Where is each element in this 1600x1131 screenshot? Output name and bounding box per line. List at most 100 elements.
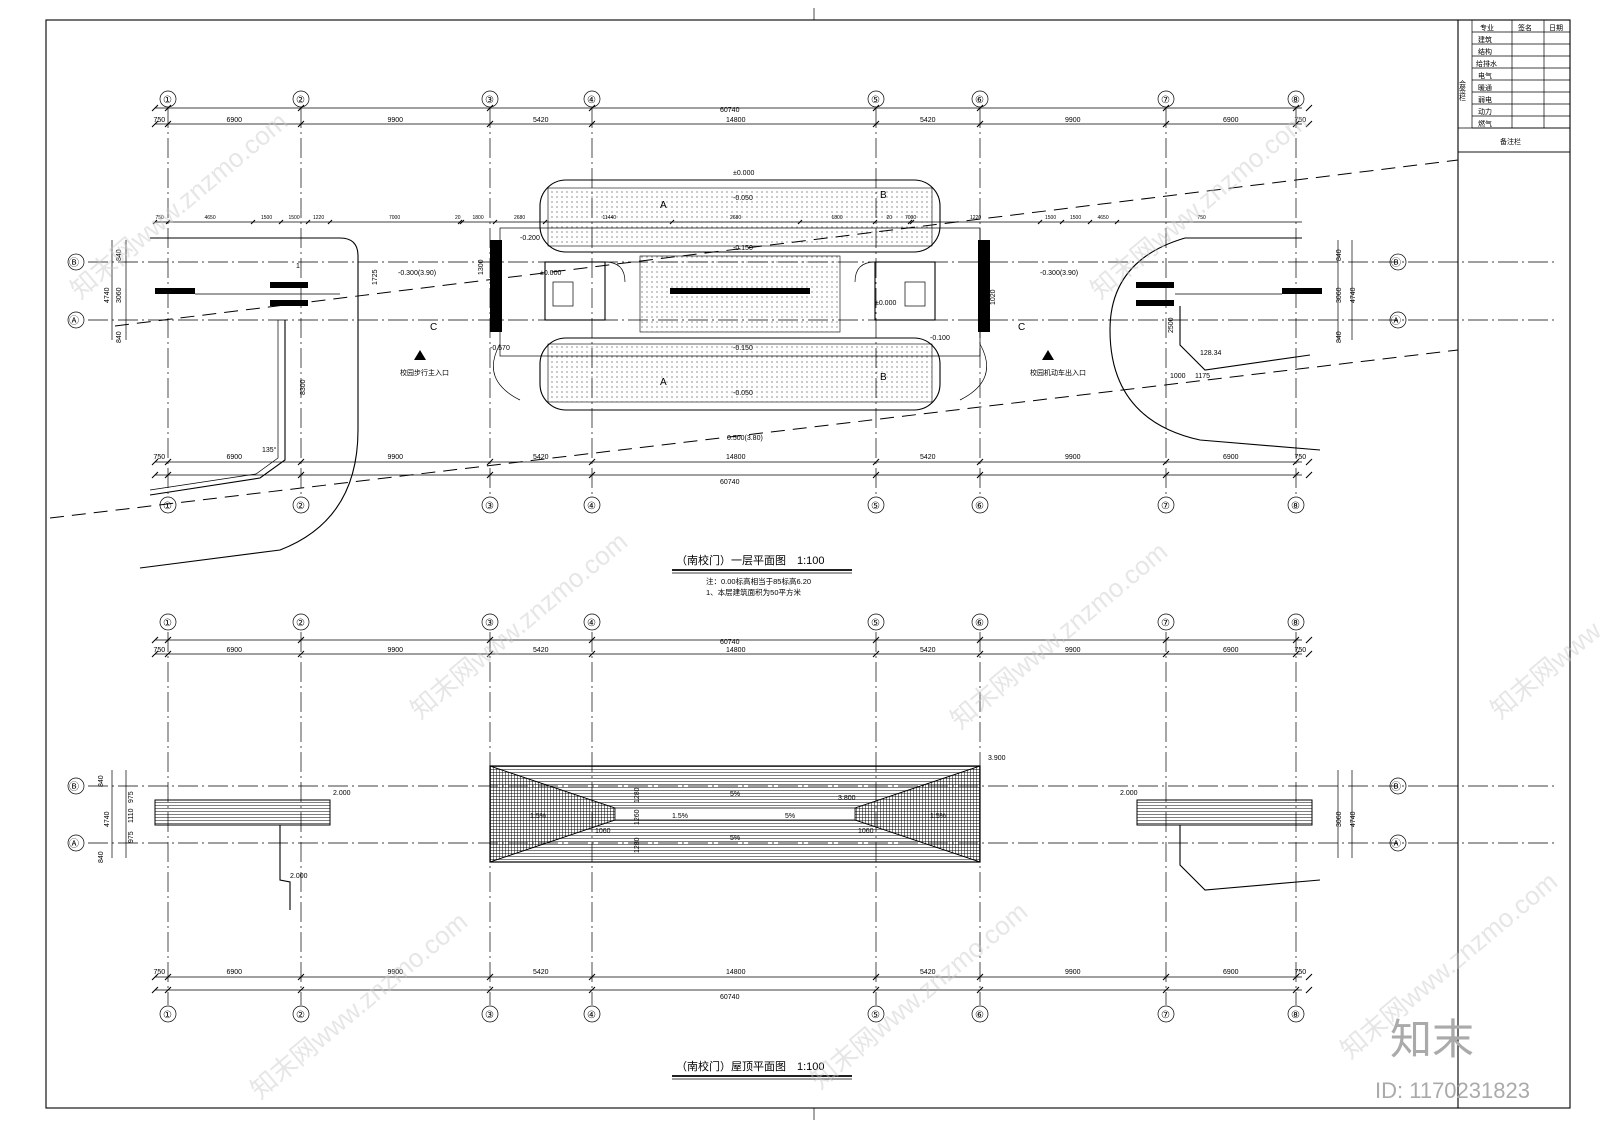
p1-top-bay-dim-0-a: 750 bbox=[154, 117, 166, 124]
p1-col-2-top: ② bbox=[296, 95, 305, 106]
tb-row-6: 动力 bbox=[1478, 107, 1492, 116]
p1-top-bay-dim-3-a: 5420 bbox=[533, 117, 549, 124]
p2-col-5-top: ⑤ bbox=[871, 618, 880, 629]
tb-row-7: 燃气 bbox=[1478, 119, 1492, 128]
p1-col-3-top: ③ bbox=[485, 95, 494, 106]
p1-inner-dim-14: 1220 bbox=[970, 215, 981, 221]
p2-dim-1060-right: 1060 bbox=[858, 828, 874, 835]
watermark-text: 知末网www.znzmo.com bbox=[805, 896, 1033, 1094]
p1-row-dim-1-right: 3060 bbox=[1336, 287, 1343, 303]
p1-bot-bay-dim-5-a: 5420 bbox=[920, 454, 936, 461]
p2-bay-dim-4-b: 14800 bbox=[726, 969, 746, 976]
p2-col-3-top: ③ bbox=[485, 618, 494, 629]
p2-bay-dim-2-b: 9900 bbox=[388, 969, 404, 976]
p1-note-2: 1、本层建筑面积为50平方米 bbox=[706, 587, 802, 597]
tb-header-signature: 签名 bbox=[1518, 23, 1532, 32]
p1-dim-1300: 1300 bbox=[478, 259, 485, 275]
p1-level-1b: -0.050 bbox=[733, 390, 753, 397]
p1-top-bay-dim-6-a: 9900 bbox=[1065, 117, 1081, 124]
p1-top-bay-dim-1-a: 6900 bbox=[227, 117, 243, 124]
p2-slope-2: 1.5% bbox=[672, 813, 688, 820]
p1-inner-dim-7: 1800 bbox=[473, 215, 484, 221]
p2-level-0: 2.000 bbox=[333, 790, 351, 797]
p2-title: （南校门）屋顶平面图 1:100 bbox=[676, 1059, 825, 1073]
p2-bay-dim-5-a: 5420 bbox=[920, 647, 936, 654]
p1-bot-bay-dim-2-a: 9900 bbox=[388, 454, 404, 461]
tb-row-2: 给排水 bbox=[1476, 59, 1497, 68]
tb-row-3: 电气 bbox=[1478, 71, 1492, 80]
p1-bot-bay-dim-6-a: 9900 bbox=[1065, 454, 1081, 461]
p1-section-A-top: A bbox=[660, 200, 667, 211]
brand-logo: 知末 bbox=[1390, 1016, 1474, 1063]
watermark-text: 知末网www.znzmo.com bbox=[1085, 106, 1313, 304]
p2-col-7-top: ⑦ bbox=[1161, 618, 1170, 629]
p1-top-bay-dim-4-a: 14800 bbox=[726, 117, 746, 124]
p1-top-bay-dim-8-a: 750 bbox=[1295, 117, 1307, 124]
p2-row-B-left: Ⓑ bbox=[69, 781, 79, 793]
p1-inner-dim-3: 1500 bbox=[289, 215, 300, 221]
p1-col-8-bottom: ⑧ bbox=[1291, 501, 1300, 512]
p1-col-3-bottom: ③ bbox=[485, 501, 494, 512]
p1-level-5: -0.570 bbox=[490, 345, 510, 352]
p2-overall-top: 60740 bbox=[720, 639, 740, 646]
p1-title: （南校门）一层平面图 1:100 bbox=[676, 553, 825, 567]
p1-entry-right: 校园机动车出入口 bbox=[1030, 368, 1086, 377]
p2-bay-dim-8-b: 750 bbox=[1295, 969, 1307, 976]
p2-row-B-right: Ⓑ bbox=[1391, 781, 1401, 793]
p1-level-0: ±0.000 bbox=[733, 170, 754, 177]
watermark-text: 知末网www.znzmo.com bbox=[65, 106, 293, 304]
p1-entry-left: 校园步行主入口 bbox=[400, 368, 449, 377]
p1-inner-dim-5: 7000 bbox=[389, 215, 400, 221]
p2-col-4-top: ④ bbox=[587, 618, 596, 629]
p2-col-5-bottom: ⑤ bbox=[871, 1010, 880, 1021]
p2-slope-4: 5% bbox=[730, 835, 740, 842]
p2-slope-1: 1.5% bbox=[930, 813, 946, 820]
p1-inner-dim-4: 1220 bbox=[313, 215, 324, 221]
image-id: ID: 1170231823 bbox=[1375, 1078, 1530, 1103]
p1-dim-8300: 8300 bbox=[300, 379, 307, 395]
p1-row-dim-2-right: 840 bbox=[1336, 331, 1343, 343]
p2-col-7-bottom: ⑦ bbox=[1161, 1010, 1170, 1021]
p1-inner-dim-13: 7000 bbox=[905, 215, 916, 221]
p1-dim-1020: 1020 bbox=[990, 289, 997, 305]
p1-inner-dim-9: 11440 bbox=[603, 215, 617, 221]
p2-col-6-bottom: ⑥ bbox=[975, 1010, 984, 1021]
p2-level-3: 2.000 bbox=[1120, 790, 1138, 797]
p1-top-bay-dim-7-a: 6900 bbox=[1223, 117, 1239, 124]
p2-bay-dim-1-b: 6900 bbox=[227, 969, 243, 976]
watermark-text: 知末网www.znzmo.com bbox=[405, 526, 633, 724]
p2-row-dim-2-left: 840 bbox=[98, 851, 105, 863]
p1-bot-bay-dim-3-a: 5420 bbox=[533, 454, 549, 461]
p1-inner-dim-16: 1500 bbox=[1070, 215, 1081, 221]
p1-note-1: 注：0.00标高相当于85标高6.20 bbox=[706, 576, 811, 586]
p1-row-dim-total-left: 4740 bbox=[104, 287, 111, 303]
watermark-text: 知末网www.znzmo.com bbox=[945, 536, 1173, 734]
p1-section-A-bot: A bbox=[660, 377, 667, 388]
p2-dim-1260: 1260 bbox=[634, 809, 641, 825]
p1-angle-right: 128.34 bbox=[1200, 350, 1222, 357]
p1-col-7-bottom: ⑦ bbox=[1161, 501, 1170, 512]
p2-col-2-bottom: ② bbox=[296, 1010, 305, 1021]
p1-section-B-bot: B bbox=[880, 372, 887, 383]
p2-col-3-bottom: ③ bbox=[485, 1010, 494, 1021]
p2-bay-dim-0-b: 750 bbox=[154, 969, 166, 976]
p1-inner-dim-6: 20 bbox=[455, 215, 461, 221]
p1-bot-bay-dim-8-a: 750 bbox=[1295, 454, 1307, 461]
p1-level-3: -0.200 bbox=[520, 235, 540, 242]
p1-col-4-top: ④ bbox=[587, 95, 596, 106]
p1-overall-top: 60740 bbox=[720, 107, 740, 114]
p1-level-0c: ±0.000 bbox=[875, 300, 896, 307]
p1-row-dim-0-right: 840 bbox=[1336, 249, 1343, 261]
p1-col-2-bottom: ② bbox=[296, 501, 305, 512]
p2-bay-dim-7-b: 6900 bbox=[1223, 969, 1239, 976]
tb-header-discipline: 专业 bbox=[1480, 23, 1494, 32]
p2-level-4: 2.000 bbox=[290, 873, 308, 880]
p1-col-8-top: ⑧ bbox=[1291, 95, 1300, 106]
p2-bay-dim-3-a: 5420 bbox=[533, 647, 549, 654]
p1-bot-bay-dim-0-a: 750 bbox=[154, 454, 166, 461]
p2-bay-dim-1-a: 6900 bbox=[227, 647, 243, 654]
sheet-border bbox=[45, 19, 1571, 1109]
p1-level-6: -0.100 bbox=[930, 335, 950, 342]
p1-bot-bay-dim-1-a: 6900 bbox=[227, 454, 243, 461]
